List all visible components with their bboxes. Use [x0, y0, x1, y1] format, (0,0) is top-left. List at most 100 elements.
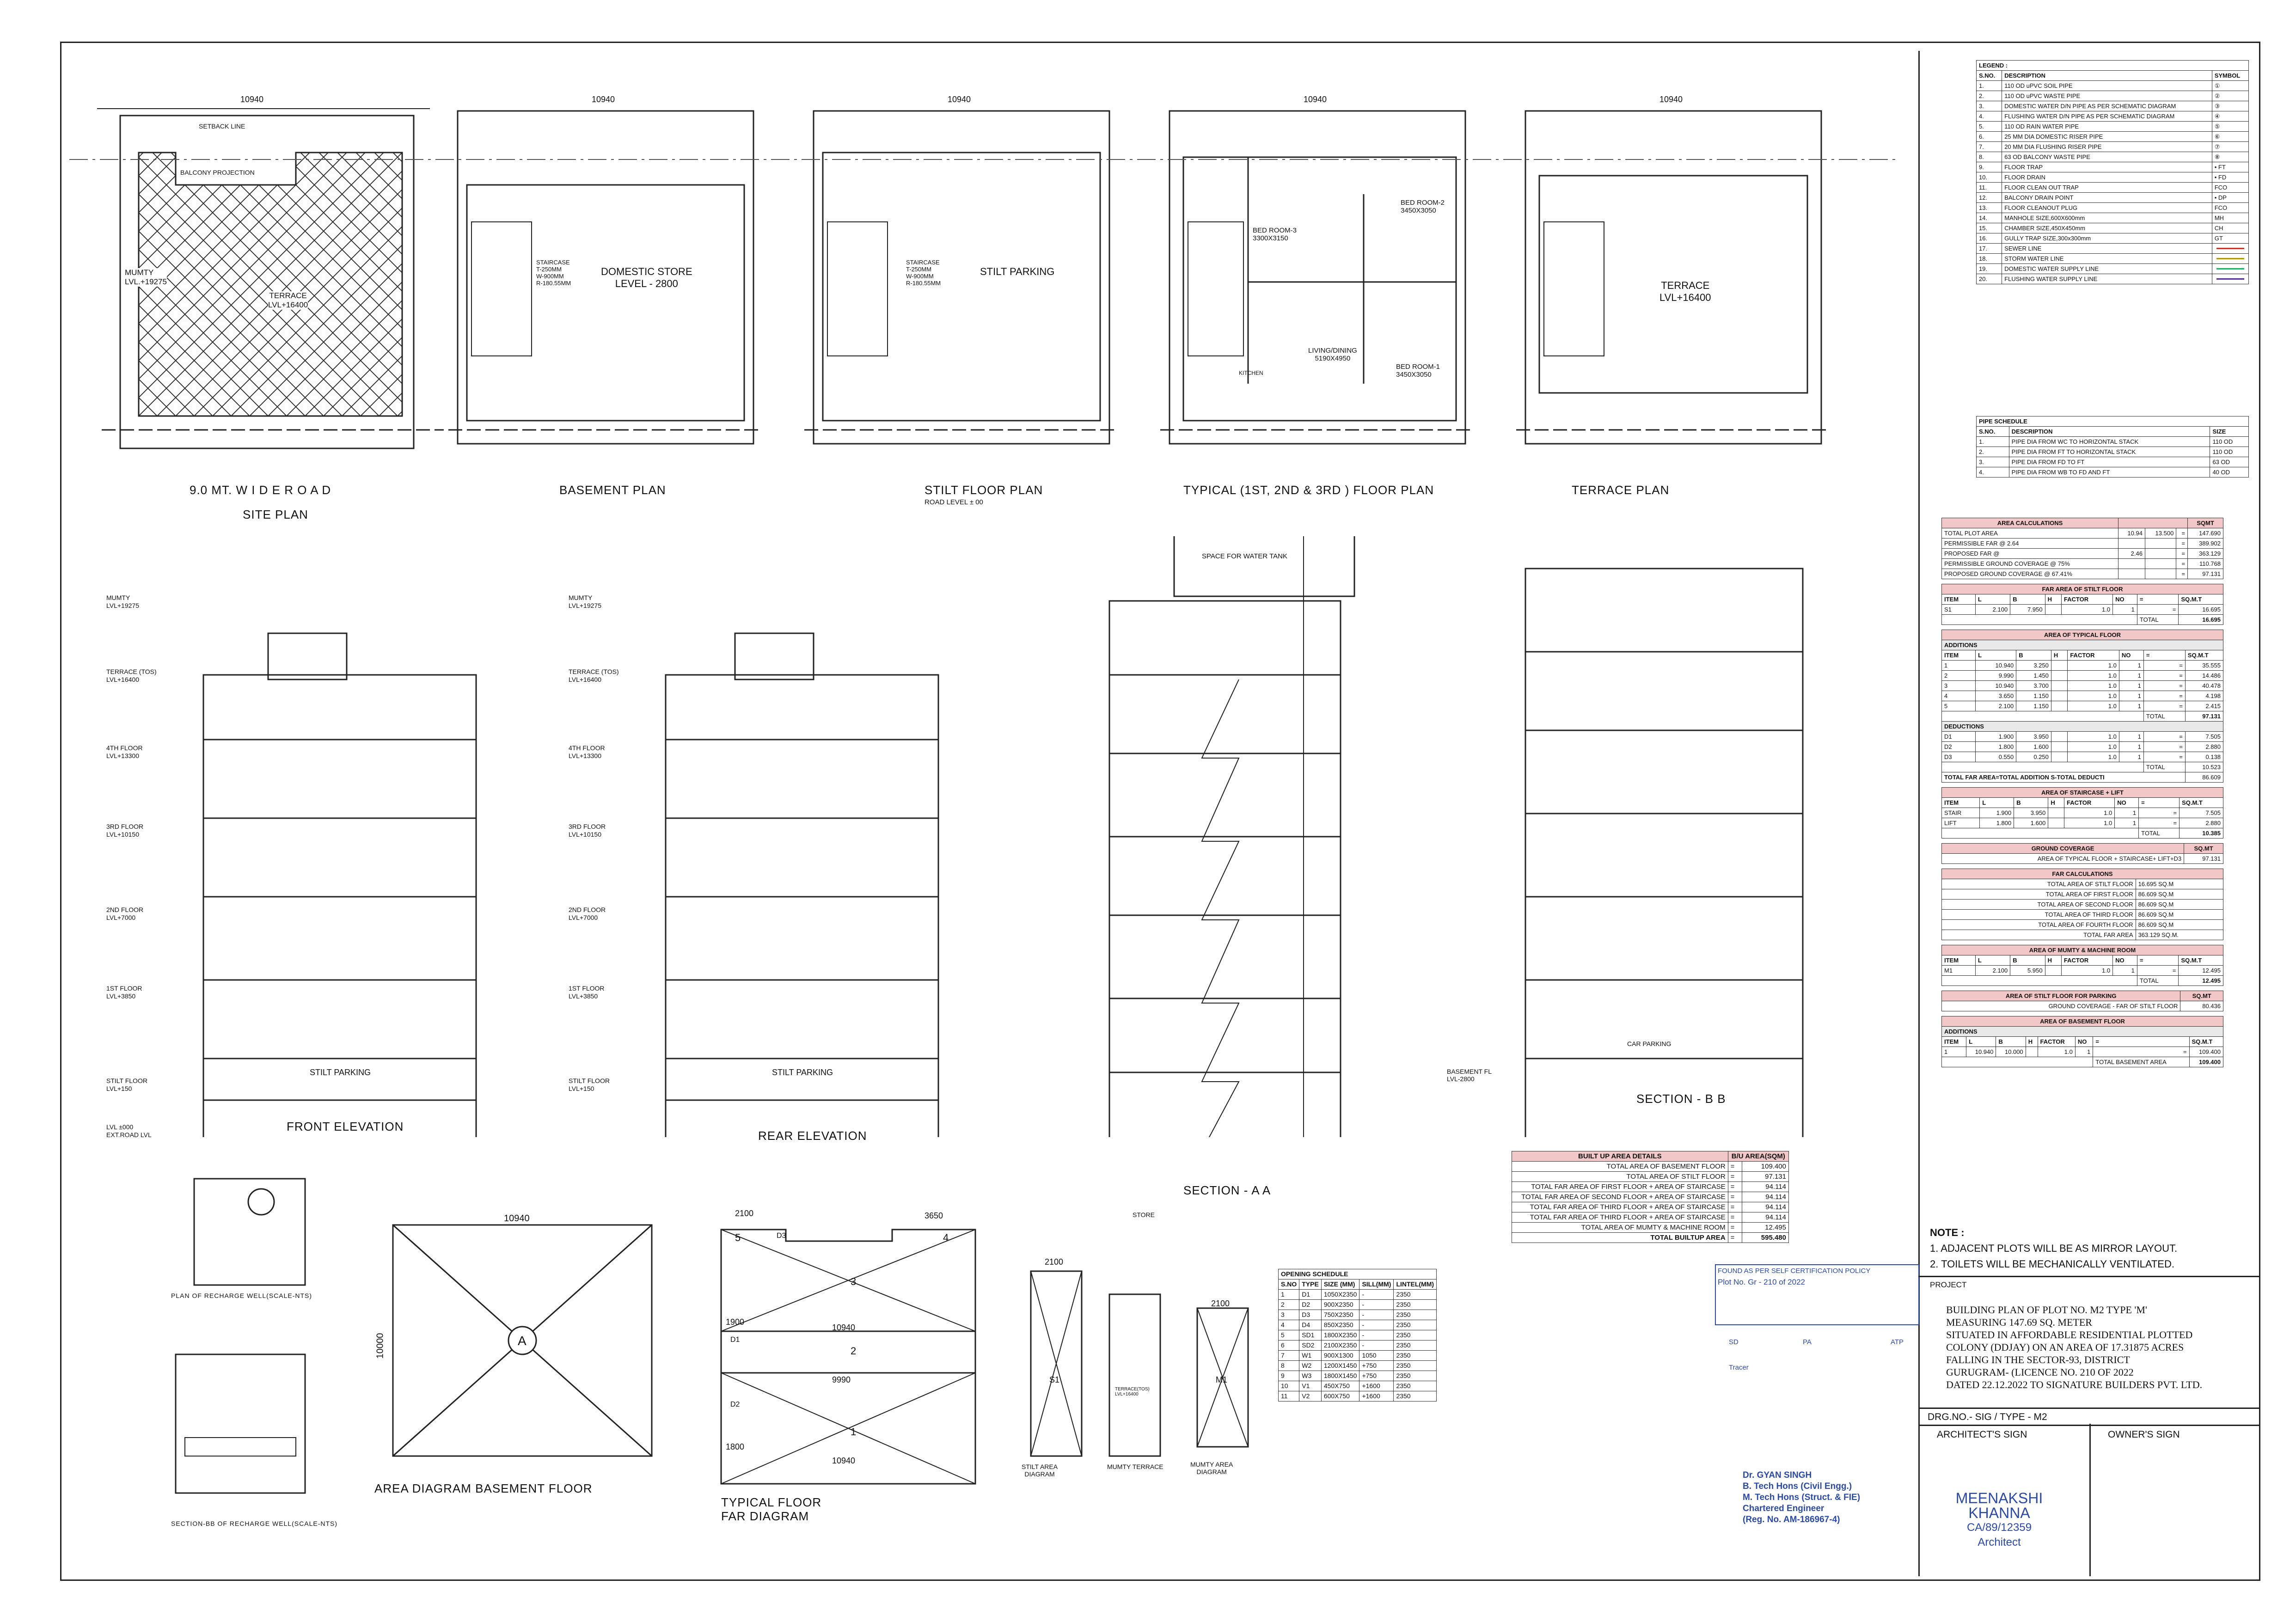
far-typical-table-cell: 14.486 [2185, 670, 2224, 681]
legend-desc: STORM WATER LINE [2002, 253, 2212, 264]
col-lintel: LINTEL(MM) [1393, 1279, 1437, 1290]
area-calc-cell: 10.94 [2118, 528, 2145, 539]
builtup-desc: TOTAL AREA OF STILT FLOOR [1512, 1171, 1728, 1182]
legend-title: LEGEND : [1976, 60, 2249, 71]
legend-symbol: ① [2211, 80, 2249, 91]
area-calc-cell [2144, 569, 2177, 579]
far-stilt-table-header: SQ.M.T [2178, 594, 2223, 605]
legend-sno: 11. [1976, 182, 2002, 193]
far-typical-table-cell: 4 [1941, 691, 1976, 701]
opening-cell: D3 [1299, 1310, 1322, 1320]
far-typical-table-ded-cell: D2 [1941, 741, 1976, 752]
stamp-sd: SD [1729, 1338, 1739, 1346]
stamp-pa: PA [1803, 1338, 1812, 1346]
notes-title: NOTE : [1930, 1227, 1965, 1238]
basement-diagram-width: 10940 [504, 1213, 530, 1224]
opening-cell: - [1359, 1310, 1394, 1320]
architect-sign-label: ARCHITECT'S SIGN [1937, 1429, 2027, 1440]
builtup-value: 109.400 [1742, 1161, 1789, 1172]
opening-cell: D4 [1299, 1320, 1322, 1330]
stair-lift-table-cell: = [2138, 818, 2180, 828]
site-setback-label: SETBACK LINE [199, 122, 245, 130]
stilt-parking-unit: SQ.MT [2180, 991, 2223, 1001]
opening-cell: 2 [1278, 1299, 1300, 1310]
opening-cell: D2 [1299, 1299, 1322, 1310]
pipe-schedule-title: PIPE SCHEDULE [1976, 416, 2249, 427]
builtup-desc: TOTAL AREA OF MUMTY & MACHINE ROOM [1512, 1222, 1728, 1233]
legend-sno: 1. [1976, 80, 2002, 91]
far-typical-table-cell: 1 [2118, 660, 2144, 671]
mumty-terrace-level: TERRACE(TOS) LVL+16400 [1115, 1387, 1150, 1397]
far-typical-table-cell: 1 [2118, 691, 2144, 701]
opening-cell: +1600 [1359, 1381, 1394, 1391]
mumty-terrace [1108, 1293, 1161, 1457]
area-calc-cell: = [2176, 548, 2188, 559]
stair-lift-table-cell [2048, 818, 2064, 828]
legend-desc: 110 OD uPVC SOIL PIPE [2002, 80, 2212, 91]
basement-area-table-header: ITEM [1941, 1036, 1967, 1047]
pipe-schedule-table: PIPE SCHEDULE S.NO. DESCRIPTION SIZE 1.P… [1976, 416, 2249, 477]
opening-cell: 11 [1278, 1391, 1300, 1402]
mumty-table-title: AREA OF MUMTY & MACHINE ROOM [1941, 945, 2223, 955]
far-typical-table-cell: = [2143, 701, 2186, 711]
ground-cov-row: AREA OF TYPICAL FLOOR + STAIRCASE+ LIFT+… [1941, 853, 2185, 864]
far-typical-table-cell: 5 [1941, 701, 1976, 711]
far-typical-table-cell: 1.0 [2067, 680, 2119, 691]
far-typical-table-ded-cell: 1.800 [1975, 741, 2017, 752]
far-typical-table-header: H [2051, 650, 2068, 661]
legend-symbol: • FT [2211, 162, 2249, 172]
stair-lift-table-header: L [1979, 797, 2014, 808]
stair-lift-table-header: FACTOR [2063, 797, 2115, 808]
opening-cell: V1 [1299, 1381, 1322, 1391]
far-typical-table-cell: = [2143, 660, 2186, 671]
far-calc-label: TOTAL AREA OF STILT FLOOR [1941, 879, 2136, 889]
front-level-terrace: TERRACE (TOS)LVL+16400 [106, 668, 157, 683]
legend-symbol: CH [2211, 223, 2249, 233]
section-bb-title: SECTION - B B [1636, 1092, 1726, 1106]
legend-desc: FLOOR CLEANOUT PLUG [2002, 202, 2212, 213]
mumty-table-cell: 12.495 [2178, 965, 2223, 976]
far-typical-table-total-label: TOTAL [2143, 711, 2186, 722]
legend-row: 12.BALCONY DRAIN POINT• DP [1976, 192, 2249, 203]
basement-diagram-title: AREA DIAGRAM BASEMENT FLOOR [374, 1481, 593, 1495]
legend-sno: 3. [1976, 101, 2002, 111]
legend-sno: 9. [1976, 162, 2002, 172]
kitchen-label: KITCHEN [1239, 370, 1263, 376]
stamp-atp: ATP [1891, 1338, 1904, 1346]
builtup-value: 94.114 [1742, 1181, 1789, 1192]
opening-cell: 7 [1278, 1350, 1300, 1361]
far-typical-table-cell [2051, 670, 2068, 681]
pipe-cell: 3. [1976, 457, 2009, 467]
opening-cell: 2350 [1393, 1289, 1437, 1300]
mumty-table-cell [2045, 965, 2062, 976]
site-terrace-label: TERRACE LVL+16400 [268, 291, 308, 310]
mumty-table-cell: 1.0 [2061, 965, 2113, 976]
site-balcony-label: BALCONY PROJECTION [180, 169, 255, 176]
far-typical-table-header: FACTOR [2067, 650, 2119, 661]
far-stilt-table-header: B [2010, 594, 2045, 605]
ground-cov-unit: SQ.MT [2184, 843, 2223, 854]
far-zone-1: 1 [851, 1426, 857, 1438]
mumty-table-header: NO [2112, 955, 2137, 966]
project-divider [1918, 1276, 2260, 1277]
area-calc-cell: PROPOSED FAR @ [1941, 548, 2119, 559]
far-stilt-table-header: ITEM [1941, 594, 1976, 605]
legend-row: 10.FLOOR DRAIN• FD [1976, 172, 2249, 183]
stair-lift-table-title: AREA OF STAIRCASE + LIFT [1941, 787, 2223, 798]
far-typical-table-ded-cell: 0.550 [1975, 752, 2017, 762]
section-aa-title: SECTION - A A [1183, 1183, 1271, 1197]
